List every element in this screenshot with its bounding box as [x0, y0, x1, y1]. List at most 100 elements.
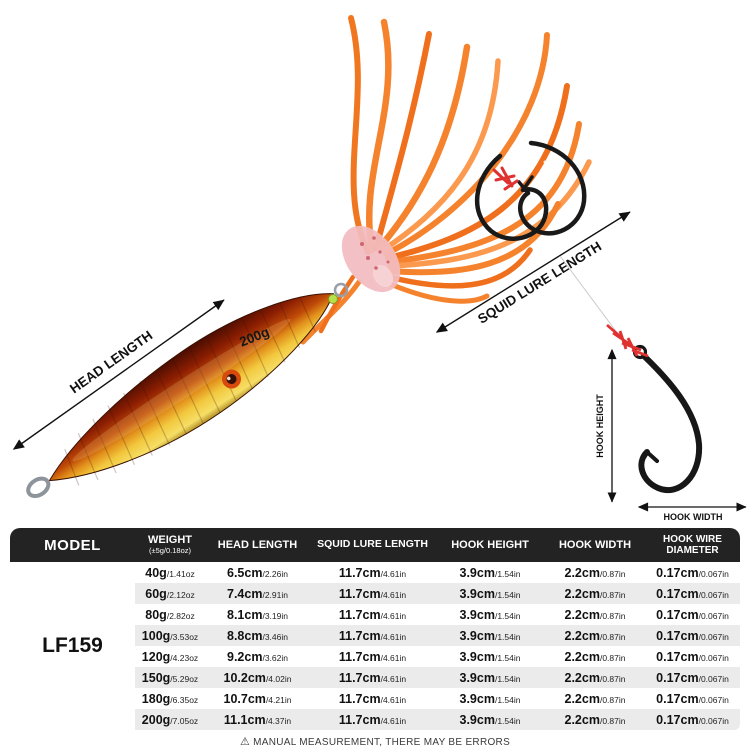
spec-cell-squid_lure_length: 11.7cm/4.61in — [310, 688, 435, 709]
col-header-sub: (±5g/0.18oz) — [148, 546, 192, 556]
spec-value: 2.2cm — [564, 607, 600, 622]
spec-value-alt-unit: /4.02in — [265, 674, 292, 684]
spec-value: 10.7cm — [223, 691, 266, 706]
spec-cell-hook_height: 3.9cm/1.54in — [435, 583, 545, 604]
hook-diagram: HOOK HEIGHT HOOK WIDTH — [559, 255, 747, 522]
spec-cell-head_length: 11.1cm/4.37in — [205, 709, 310, 730]
spec-value-alt-unit: /5.29oz — [170, 674, 199, 684]
spec-cell-head_length: 7.4cm/2.91in — [205, 583, 310, 604]
spec-cell-hook_width: 2.2cm/0.87in — [545, 625, 645, 646]
spec-value: 3.9cm — [459, 628, 495, 643]
spec-cell-hook_wire_diameter: 0.17cm/0.067in — [645, 625, 740, 646]
spec-value-alt-unit: /7.05oz — [170, 716, 199, 726]
spec-value: 40g — [145, 565, 167, 580]
col-header-head-length: HEAD LENGTH — [205, 528, 310, 562]
spec-value-alt-unit: /0.87in — [599, 695, 626, 705]
spec-value: 11.7cm — [338, 712, 381, 727]
col-header-label: HEAD LENGTH — [217, 538, 298, 551]
spec-value-alt-unit: /3.46in — [262, 632, 288, 642]
spec-value-alt-unit: /1.54in — [494, 653, 521, 663]
spec-value: 11.7cm — [338, 628, 381, 643]
spec-cell-head_length: 8.8cm/3.46in — [205, 625, 310, 646]
spec-value-alt-unit: /1.54in — [494, 695, 521, 705]
spec-value-alt-unit: /0.87in — [599, 653, 626, 663]
spec-value-alt-unit: /4.37in — [265, 716, 292, 726]
spec-cell-weight: 100g/3.53oz — [135, 625, 205, 646]
spec-cell-weight: 80g/2.82oz — [135, 604, 205, 625]
skirt-sparkles — [338, 70, 562, 252]
spec-value-alt-unit: /1.54in — [494, 716, 521, 726]
spec-value: 2.2cm — [564, 565, 600, 580]
spec-cell-hook_width: 2.2cm/0.87in — [545, 604, 645, 625]
spec-value: 2.2cm — [564, 649, 600, 664]
spec-value: 8.8cm — [227, 628, 263, 643]
spec-value-alt-unit: /0.87in — [599, 569, 626, 579]
spec-value: 3.9cm — [459, 565, 495, 580]
spec-value: 2.2cm — [564, 586, 600, 601]
spec-value-alt-unit: /2.26in — [262, 569, 288, 579]
spec-value: 3.9cm — [459, 712, 495, 727]
spec-value-alt-unit: /0.067in — [698, 590, 729, 600]
model-value: LF159 — [10, 562, 135, 730]
spec-cell-head_length: 8.1cm/3.19in — [205, 604, 310, 625]
spec-table: MODEL LF159 WEIGHT (±5g/0.18oz) HEAD LEN… — [10, 528, 740, 730]
spec-cell-squid_lure_length: 11.7cm/4.61in — [310, 625, 435, 646]
spec-value: 9.2cm — [227, 649, 263, 664]
spec-value-alt-unit: /2.91in — [262, 590, 288, 600]
spec-value: 0.17cm — [656, 670, 699, 685]
spec-value-alt-unit: /4.61in — [380, 674, 407, 684]
spec-value: 7.4cm — [227, 586, 263, 601]
col-header-weight: WEIGHT (±5g/0.18oz) — [135, 528, 205, 562]
spec-cell-hook_wire_diameter: 0.17cm/0.067in — [645, 688, 740, 709]
diagram-leader-line — [559, 255, 619, 335]
squid-lure-length-label: SQUID LURE LENGTH — [475, 239, 604, 327]
spec-value: 60g — [145, 586, 167, 601]
spec-value: 100g — [141, 628, 171, 643]
spec-value: 11.7cm — [338, 586, 381, 601]
spec-value: 0.17cm — [656, 607, 699, 622]
spec-value-alt-unit: /2.82oz — [166, 611, 195, 621]
measurement-disclaimer: ⚠MANUAL MEASUREMENT, THERE MAY BE ERRORS — [0, 735, 750, 748]
spec-value-alt-unit: /2.12oz — [166, 590, 195, 600]
spec-value-alt-unit: /3.19in — [262, 611, 288, 621]
spec-value: 2.2cm — [564, 691, 600, 706]
spec-value: 2.2cm — [564, 628, 600, 643]
spec-value-alt-unit: /1.54in — [494, 569, 521, 579]
spec-value-alt-unit: /1.54in — [494, 674, 521, 684]
col-header-hook-wire-diameter: HOOK WIRE DIAMETER — [645, 528, 740, 562]
spec-value-alt-unit: /1.54in — [494, 632, 521, 642]
spec-value: 3.9cm — [459, 649, 495, 664]
col-header-hook-height: HOOK HEIGHT — [435, 528, 545, 562]
spec-value-alt-unit: /4.61in — [380, 611, 407, 621]
spec-value-alt-unit: /0.067in — [698, 569, 729, 579]
spec-cell-squid_lure_length: 11.7cm/4.61in — [310, 604, 435, 625]
spec-value: 3.9cm — [459, 607, 495, 622]
spec-value: 2.2cm — [564, 670, 600, 685]
spec-value-alt-unit: /0.87in — [599, 716, 626, 726]
spec-value-alt-unit: /4.61in — [380, 632, 407, 642]
spec-cell-hook_width: 2.2cm/0.87in — [545, 562, 645, 583]
spec-value: 0.17cm — [656, 712, 699, 727]
disclaimer-text: MANUAL MEASUREMENT, THERE MAY BE ERRORS — [253, 737, 511, 748]
spec-cell-head_length: 10.7cm/4.21in — [205, 688, 310, 709]
jig-eye — [221, 369, 241, 389]
spec-cell-weight: 60g/2.12oz — [135, 583, 205, 604]
spec-cell-weight: 120g/4.23oz — [135, 646, 205, 667]
spec-cell-hook_width: 2.2cm/0.87in — [545, 688, 645, 709]
spec-cell-weight: 40g/1.41oz — [135, 562, 205, 583]
squid-lure-length-arrow — [435, 211, 631, 333]
spec-cell-head_length: 6.5cm/2.26in — [205, 562, 310, 583]
spec-cell-hook_height: 3.9cm/1.54in — [435, 688, 545, 709]
spec-value: 11.1cm — [223, 712, 266, 727]
spec-cell-hook_wire_diameter: 0.17cm/0.067in — [645, 646, 740, 667]
spec-cell-hook_width: 2.2cm/0.87in — [545, 709, 645, 730]
spec-value: 11.7cm — [338, 670, 381, 685]
squid-skirt — [300, 15, 592, 345]
spec-value: 6.5cm — [227, 565, 263, 580]
spec-cell-head_length: 9.2cm/3.62in — [205, 646, 310, 667]
spec-cell-weight: 150g/5.29oz — [135, 667, 205, 688]
spec-cell-hook_height: 3.9cm/1.54in — [435, 646, 545, 667]
spec-value-alt-unit: /0.87in — [599, 632, 626, 642]
col-header-label: HOOK WIDTH — [558, 538, 632, 551]
